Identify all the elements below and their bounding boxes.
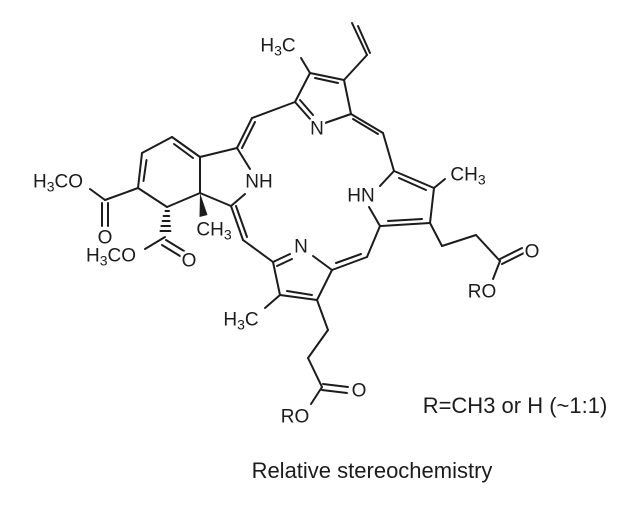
atom-label-n-bottom: N [293,236,309,258]
ring-c-bonds [264,253,333,309]
lower-methylester-bonds [144,236,185,257]
ring-d-bonds [368,170,446,227]
caption: Relative stereochemistry [251,458,493,483]
vinyl-bonds [343,22,371,81]
meso-topleft-bonds [236,101,296,149]
ring-a-bonds [137,136,201,208]
hash-wedge-bond [159,210,172,232]
atom-label-n-top: N [309,118,325,140]
atom-label-methyl-right: CH3 [449,164,487,188]
atom-label-methoxy-lower: H3CO [84,245,138,269]
meso-bottomright-bonds [331,225,381,271]
atom-label-methoxy-upper: H3CO [31,171,85,195]
atom-label-ro-bottom: RO [279,406,311,428]
meso-bottomleft-bonds [230,205,274,263]
atom-label-o-lower-ester: O [180,250,198,272]
atom-label-ro-right: RO [466,281,498,303]
meso-topright-bonds [350,113,395,172]
ring-nh-bonds [199,147,251,207]
bottom-ester-bonds [307,299,349,405]
upper-methylester-bonds [89,187,139,227]
atom-label-methyl-top: H3C [259,35,297,59]
atom-label-o-bottom-ester: O [350,380,368,402]
right-ester-bonds [429,222,525,280]
atom-label-o-upper-ester: O [96,227,114,249]
ring-b-bonds [294,57,352,124]
atom-label-o-right-ester: O [523,241,541,263]
atom-label-methyl-bottom: H3C [222,309,260,333]
r-group-definition: R=CH3 or H (~1:1) [422,393,608,418]
atom-label-methyl-quaternary: CH3 [195,219,233,243]
solid-wedge-bond [199,193,208,217]
bond-lines [89,22,525,405]
atom-label-nh: NH [244,171,274,193]
atom-label-hn: HN [346,185,376,207]
